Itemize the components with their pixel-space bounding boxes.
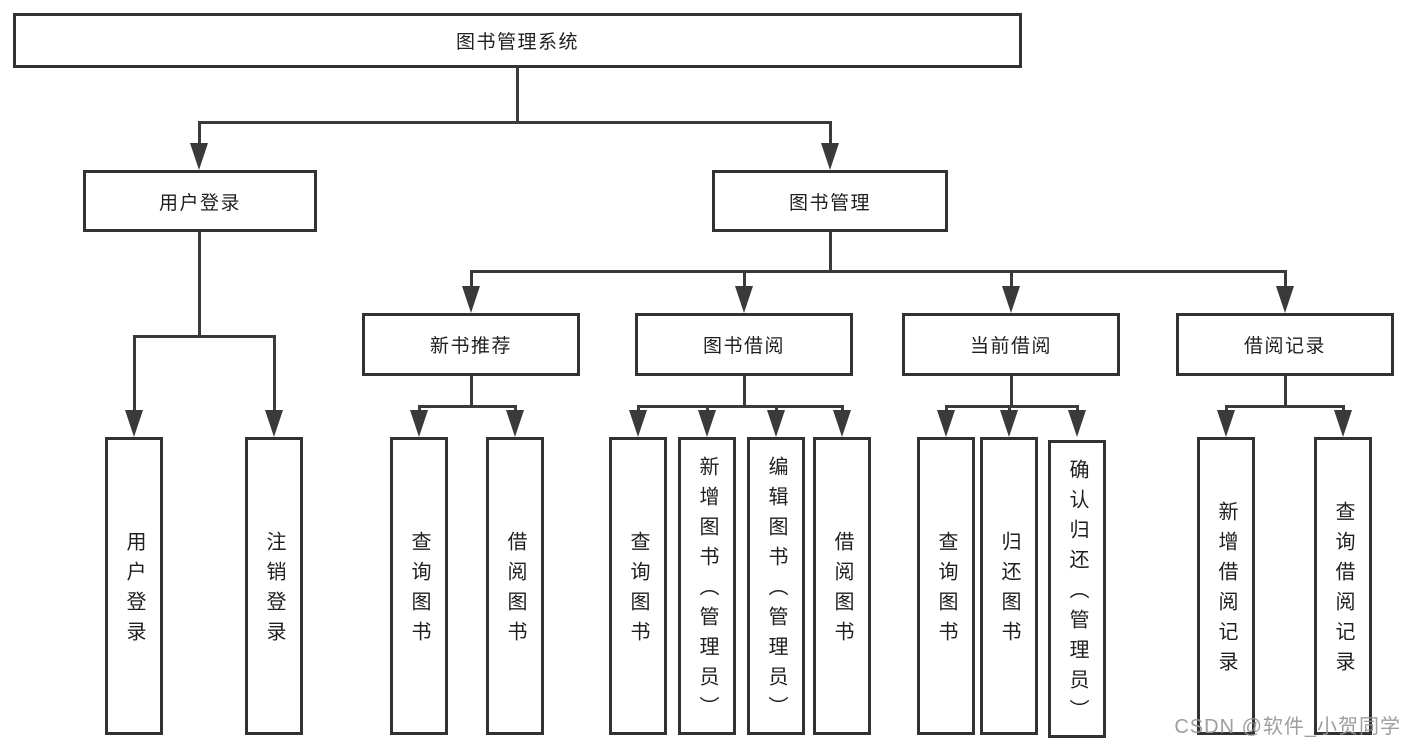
- connector-line: [470, 270, 473, 288]
- connector-arrowhead: [1068, 410, 1086, 437]
- node-label: 查询图书: [935, 531, 957, 651]
- node-label: 借阅图书: [504, 531, 526, 651]
- leaf-borrow-book-2: 借阅图书: [813, 437, 871, 735]
- leaf-query-book-2: 查询图书: [609, 437, 667, 735]
- node-label: 确认归还（管理员）: [1066, 459, 1088, 729]
- connector-line: [706, 405, 709, 413]
- connector-line: [945, 405, 1078, 408]
- connector-line: [841, 405, 844, 413]
- leaf-borrow-book-1: 借阅图书: [486, 437, 544, 735]
- connector-line: [273, 335, 276, 413]
- connector-line: [1010, 270, 1013, 288]
- connector-line: [637, 405, 640, 413]
- node-label: 查询图书: [408, 531, 430, 651]
- connector-line: [1076, 405, 1079, 413]
- connector-arrowhead: [833, 410, 851, 437]
- connector-line: [1284, 270, 1287, 288]
- connector-line: [743, 270, 746, 288]
- leaf-return-book: 归还图书: [980, 437, 1038, 735]
- connector-line: [829, 121, 832, 146]
- node-label: 当前借阅: [969, 336, 1052, 357]
- connector-arrowhead: [1002, 286, 1020, 313]
- node-label: 新书推荐: [429, 336, 512, 357]
- node-book-borrow: 图书借阅: [635, 313, 853, 376]
- connector-arrowhead: [1000, 410, 1018, 437]
- connector-arrowhead: [629, 410, 647, 437]
- connector-arrowhead: [506, 410, 524, 437]
- node-label: 注销登录: [263, 531, 285, 651]
- connector-line: [470, 270, 1286, 273]
- connector-line: [1284, 376, 1287, 405]
- leaf-add-borrow-record: 新增借阅记录: [1197, 437, 1255, 735]
- connector-arrowhead: [410, 410, 428, 437]
- node-label: 编辑图书（管理员）: [765, 456, 787, 726]
- leaf-edit-book-admin: 编辑图书（管理员）: [747, 437, 805, 735]
- node-label: 借阅图书: [831, 531, 853, 651]
- connector-line: [198, 121, 201, 146]
- node-label: 图书管理系统: [455, 32, 579, 53]
- connector-line: [198, 232, 201, 335]
- connector-arrowhead: [821, 143, 839, 170]
- node-current-borrow: 当前借阅: [902, 313, 1120, 376]
- connector-line: [743, 376, 746, 405]
- connector-line: [1008, 405, 1011, 413]
- leaf-add-book-admin: 新增图书（管理员）: [678, 437, 736, 735]
- node-book-management: 图书管理: [712, 170, 948, 232]
- connector-line: [198, 121, 831, 124]
- connector-line: [1010, 376, 1013, 405]
- connector-arrowhead: [1334, 410, 1352, 437]
- connector-line: [637, 405, 844, 408]
- connector-arrowhead: [265, 410, 283, 437]
- connector-line: [418, 405, 516, 408]
- node-label: 图书借阅: [702, 336, 785, 357]
- leaf-query-book-3: 查询图书: [917, 437, 975, 735]
- node-library-management-system: 图书管理系统: [13, 13, 1022, 68]
- connector-arrowhead: [735, 286, 753, 313]
- connector-arrowhead: [190, 143, 208, 170]
- node-borrow-record: 借阅记录: [1176, 313, 1394, 376]
- connector-line: [133, 335, 275, 338]
- connector-arrowhead: [1217, 410, 1235, 437]
- node-label: 新增借阅记录: [1215, 501, 1237, 681]
- connector-arrowhead: [937, 410, 955, 437]
- leaf-confirm-return-admin: 确认归还（管理员）: [1048, 440, 1106, 738]
- connector-arrowhead: [462, 286, 480, 313]
- connector-arrowhead: [698, 410, 716, 437]
- connector-line: [516, 68, 519, 121]
- connector-line: [1342, 405, 1345, 413]
- connector-line: [470, 376, 473, 405]
- leaf-user-login: 用户登录: [105, 437, 163, 735]
- connector-arrowhead: [1276, 286, 1294, 313]
- connector-line: [418, 405, 421, 413]
- connector-line: [1225, 405, 1228, 413]
- connector-line: [945, 405, 948, 413]
- node-label: 查询图书: [627, 531, 649, 651]
- node-label: 查询借阅记录: [1332, 501, 1354, 681]
- leaf-query-book-1: 查询图书: [390, 437, 448, 735]
- node-label: 归还图书: [998, 531, 1020, 651]
- connector-line: [829, 232, 832, 270]
- connector-arrowhead: [125, 410, 143, 437]
- node-label: 借阅记录: [1243, 336, 1326, 357]
- node-label: 用户登录: [123, 531, 145, 651]
- node-label: 用户登录: [158, 192, 241, 214]
- leaf-query-borrow-record: 查询借阅记录: [1314, 437, 1372, 735]
- node-new-book-recommend: 新书推荐: [362, 313, 580, 376]
- connector-line: [133, 335, 136, 413]
- connector-line: [1225, 405, 1344, 408]
- node-user-login: 用户登录: [83, 170, 317, 232]
- node-label: 新增图书（管理员）: [696, 456, 718, 726]
- connector-line: [514, 405, 517, 413]
- leaf-logout: 注销登录: [245, 437, 303, 735]
- connector-arrowhead: [767, 410, 785, 437]
- node-label: 图书管理: [788, 192, 871, 214]
- connector-line: [775, 405, 778, 413]
- watermark-text: CSDN @软件_小贺同学: [1174, 716, 1401, 738]
